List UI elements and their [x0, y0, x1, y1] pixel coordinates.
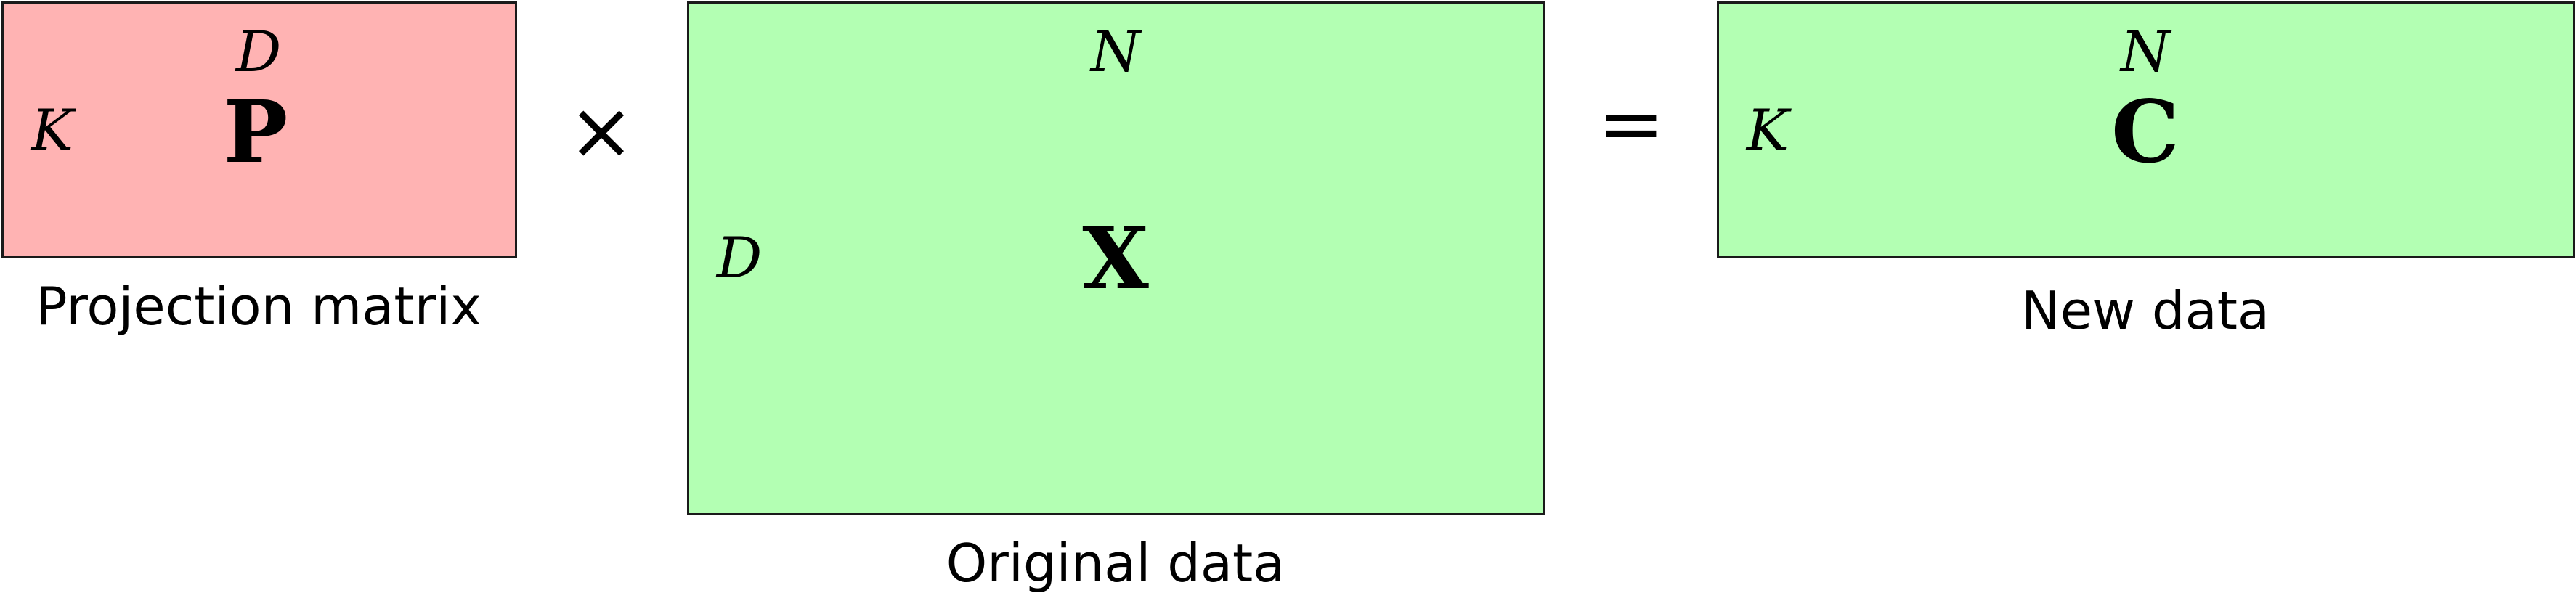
projection-cols-label: D — [235, 20, 282, 85]
original-symbol: X — [1082, 208, 1149, 308]
projection-caption: Projection matrix — [36, 276, 482, 337]
result-caption: New data — [2020, 280, 2270, 341]
original-caption: Original data — [946, 533, 1285, 594]
original-cols-label: N — [1090, 20, 1141, 85]
result-cols-label: N — [2120, 20, 2171, 85]
equals-operator: = — [1597, 77, 1665, 170]
multiply-operator: × — [567, 84, 635, 177]
projection-rows-label: K — [31, 98, 74, 163]
original-data-box — [687, 1, 1545, 515]
projection-symbol: P — [223, 81, 288, 182]
new-data-box — [1717, 1, 2575, 258]
original-rows-label: D — [716, 226, 763, 291]
result-rows-label: K — [1746, 98, 1789, 163]
result-symbol: C — [2111, 81, 2179, 182]
projection-matrix-box — [1, 1, 517, 258]
